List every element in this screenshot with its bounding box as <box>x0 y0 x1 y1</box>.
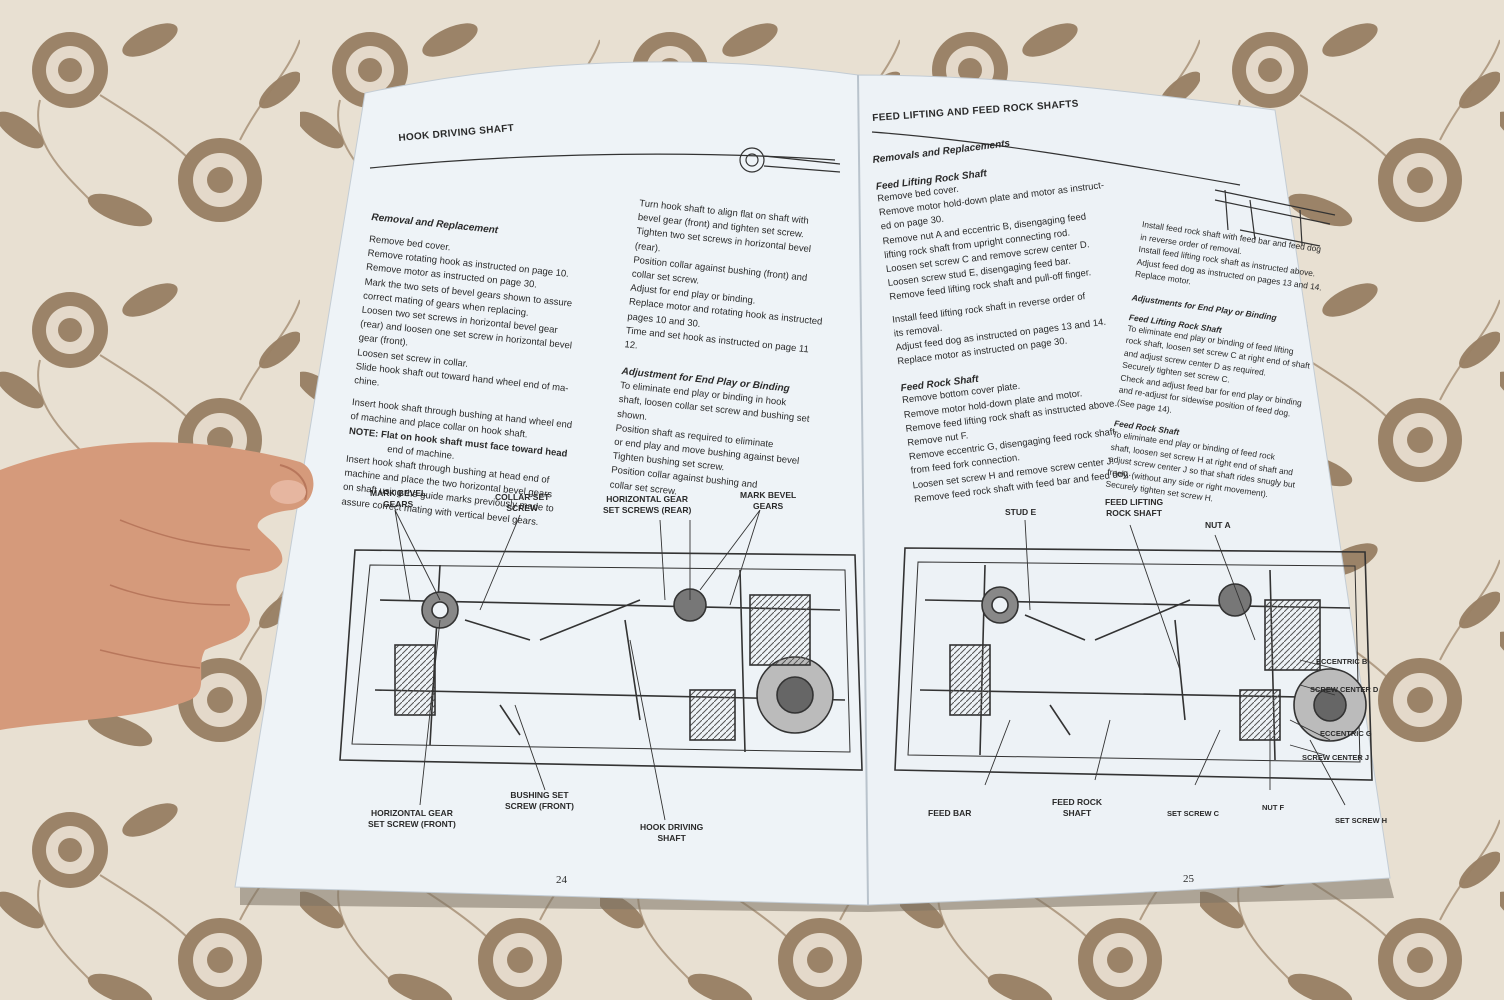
right-col1-body-a: Remove bed cover. Remove motor hold-down… <box>877 165 1124 370</box>
left-col1: Removal and Replacement Remove bed cover… <box>341 212 592 532</box>
callout-set-screw-h: SET SCREW H <box>1335 816 1388 825</box>
hand <box>0 442 314 730</box>
right-leader-lines <box>984 519 1346 806</box>
callout-mark-bevel-gears-right: MARK BEVEL GEARS <box>740 490 797 511</box>
callout-eccentric-b: ECCENTRIC B <box>1316 657 1368 666</box>
callout-nut-a: NUT A <box>1205 520 1231 530</box>
left-machine-diagram <box>339 549 863 771</box>
callout-screw-center-j: SCREW CENTER J <box>1302 753 1370 762</box>
callout-feed-lifting-rock-shaft: FEED LIFTING ROCK SHAFT <box>1105 497 1164 518</box>
callout-feed-bar: FEED BAR <box>928 808 972 818</box>
callout-horizontal-gear-set-screw-front: HORIZONTAL GEAR SET SCREW (FRONT) <box>368 808 456 829</box>
left-col2-body-a: Turn hook shaft to align flat on shaft w… <box>624 197 834 373</box>
left-col2: Turn hook shaft to align flat on shaft w… <box>609 197 833 513</box>
hook-shaft-sketch <box>739 147 841 173</box>
callout-horizontal-gear-set-screws-rear: HORIZONTAL GEAR SET SCREWS (REAR) <box>603 494 692 515</box>
callout-set-screw-c: SET SCREW C <box>1167 809 1220 818</box>
left-page-number: 24 <box>556 874 567 886</box>
right-col1: Removals and Replacements Feed Lifting R… <box>872 127 1140 507</box>
right-machine-diagram <box>894 547 1373 781</box>
callout-collar-set-screw: COLLAR SET SCREW <box>495 492 550 513</box>
callout-screw-center-d: SCREW CENTER D <box>1310 685 1379 694</box>
callout-feed-rock-shaft: FEED ROCK SHAFT <box>1052 797 1103 818</box>
callout-stud-e: STUD E <box>1005 507 1037 517</box>
feed-shafts-sketch <box>1214 189 1336 247</box>
callout-eccentric-g: ECCENTRIC G <box>1320 729 1372 738</box>
right-page-number: 25 <box>1183 873 1194 885</box>
callout-hook-driving-shaft: HOOK DRIVING SHAFT <box>640 822 704 843</box>
callout-mark-bevel-gears-left: MARK BEVEL GEARS <box>370 488 427 509</box>
callout-bushing-set-screw-front: BUSHING SET SCREW (FRONT) <box>505 790 574 811</box>
callout-nut-f: NUT F <box>1262 803 1285 812</box>
left-leader-lines <box>394 509 761 821</box>
right-col2: Install feed rock shaft with feed bar an… <box>1105 218 1329 516</box>
